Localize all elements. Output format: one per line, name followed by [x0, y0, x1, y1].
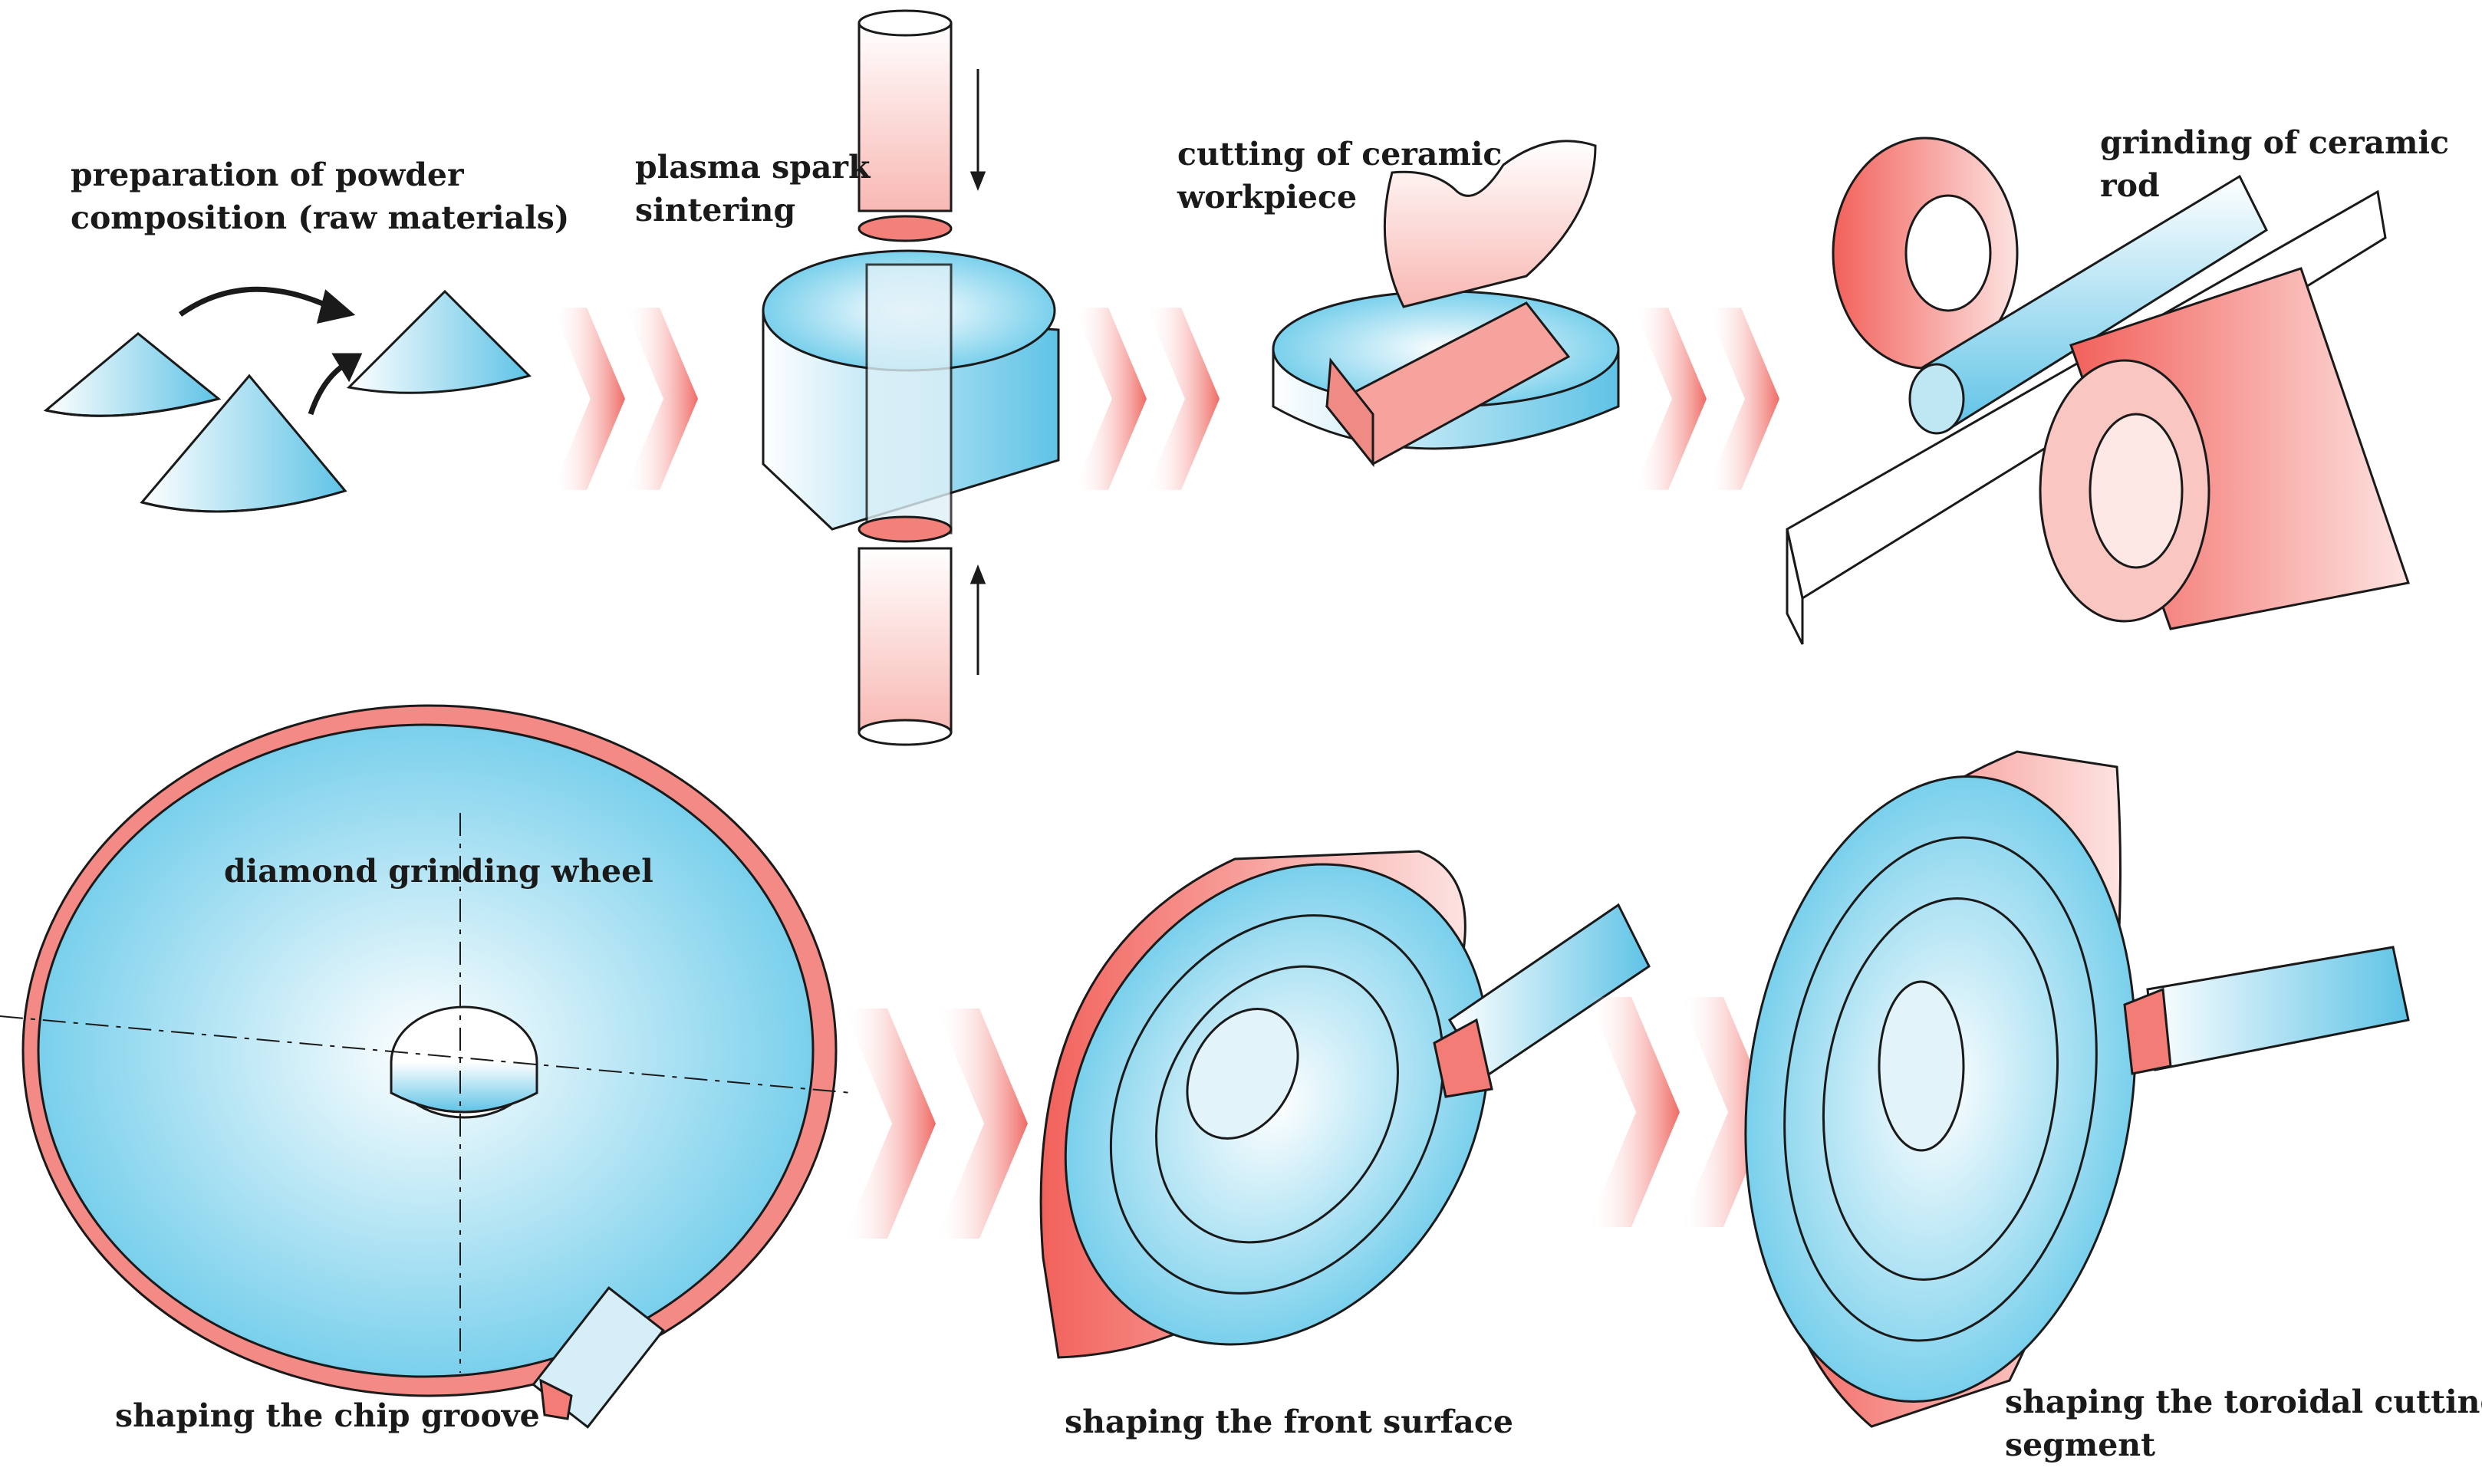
grinding-step-line2: rod — [2100, 167, 2160, 204]
toroidal-line1: shaping the toroidal cutting — [2005, 1384, 2482, 1420]
powder-cone-icon — [140, 373, 347, 513]
wheel-toroidal-icon — [1744, 750, 2410, 1428]
toroidal-line2: segment — [2005, 1426, 2156, 1463]
grinding-wheel-icon — [1786, 137, 2410, 645]
wheel-front-icon — [1039, 850, 1651, 1359]
arrow-curve-icon — [178, 286, 331, 317]
end-mill-tool-icon — [2123, 946, 2410, 1075]
process-arrow-chevron-icon — [1588, 997, 1772, 1227]
saw-blade-icon — [1383, 140, 1597, 308]
powder-step-label: preparation of powder composition (raw m… — [71, 153, 569, 239]
powder-cone-icon — [346, 289, 532, 394]
chip-groove-text: shaping the chip groove — [115, 1397, 540, 1434]
wheel-label: diamond grinding wheel — [224, 850, 653, 893]
front-surface-label: shaping the front surface — [1065, 1400, 1513, 1443]
powder-step-line1: preparation of powder — [71, 156, 464, 193]
powder-step-line2: composition (raw materials) — [71, 199, 570, 236]
chip-groove-label: shaping the chip groove — [115, 1394, 540, 1437]
sinter-step-line2: sintering — [635, 192, 796, 229]
process-arrow-chevron-icon — [1074, 308, 1220, 490]
ceramic-disc-icon — [1272, 140, 1620, 468]
end-mill-tool-icon — [532, 1286, 665, 1429]
sinter-step-line1: plasma spark — [635, 149, 871, 186]
wheel-label-text: diamond grinding wheel — [224, 853, 653, 890]
powder-cone-icon — [43, 332, 222, 417]
front-surface-text: shaping the front surface — [1065, 1403, 1513, 1440]
cutting-step-line1: cutting of ceramic — [1177, 136, 1503, 173]
cutting-step-line2: workpiece — [1177, 179, 1358, 216]
end-mill-tool-icon — [1433, 903, 1651, 1098]
grinding-step-line1: grinding of ceramic — [2100, 124, 2450, 161]
powder-cones — [43, 286, 532, 513]
toroidal-segment-label: shaping the toroidal cutting segment — [2005, 1380, 2482, 1466]
arrow-curve-icon — [308, 362, 347, 416]
sinter-step-label: plasma spark sintering — [635, 146, 870, 232]
sintering-die-icon — [762, 9, 1060, 746]
process-arrow-chevron-icon — [844, 1009, 1028, 1239]
process-arrow-chevron-icon — [552, 308, 698, 490]
grinding-step-label: grinding of ceramic rod — [2100, 121, 2449, 207]
cutting-step-label: cutting of ceramic workpiece — [1177, 133, 1502, 219]
process-arrow-chevron-icon — [1634, 308, 1779, 490]
wheel-large-icon — [0, 704, 852, 1429]
